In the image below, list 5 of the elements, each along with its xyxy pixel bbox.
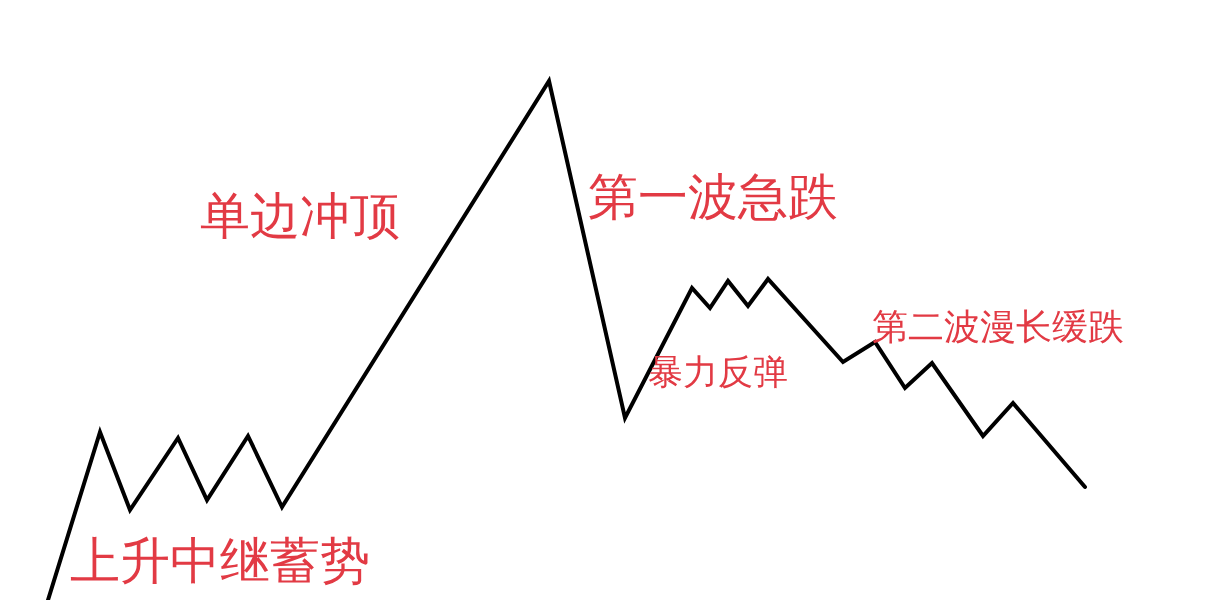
stage-label: 第一波急跌 [588, 172, 838, 222]
stage-label: 暴力反弹 [648, 355, 788, 390]
stage-label: 第二波漫长缓跌 [872, 309, 1124, 345]
stage-label: 上升中继蓄势 [70, 536, 370, 586]
stage-label: 单边冲顶 [200, 191, 400, 241]
